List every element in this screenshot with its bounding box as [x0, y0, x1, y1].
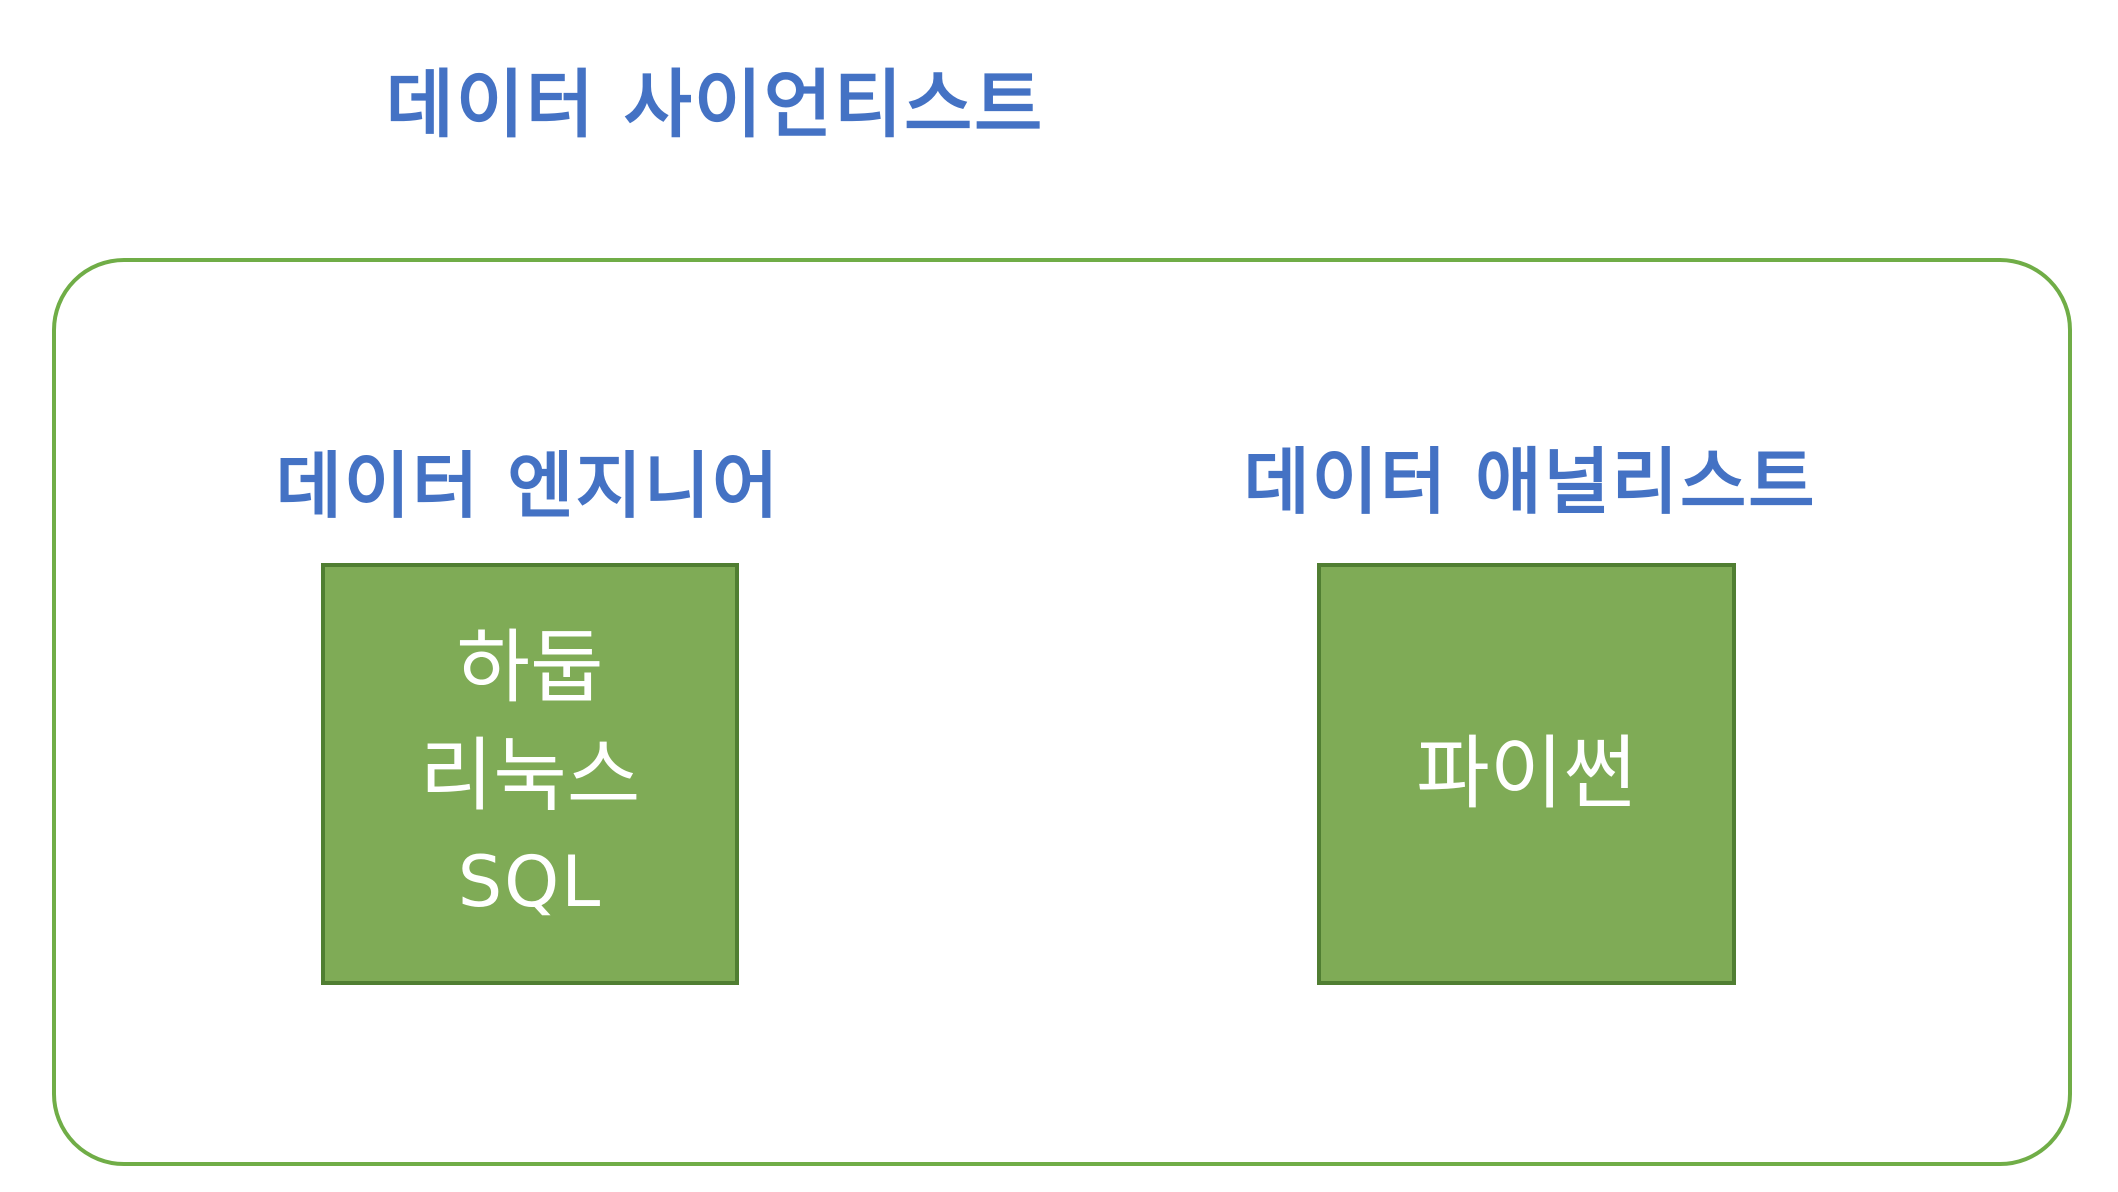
skill-linux: 리눅스	[419, 729, 641, 822]
data-analyst-heading: 데이터 애널리스트	[1243, 440, 1817, 524]
diagram-title: 데이터 사이언티스트	[385, 62, 1045, 148]
skill-sql: SQL	[457, 841, 603, 923]
data-engineer-heading: 데이터 엔지니어	[275, 444, 781, 528]
data-engineer-skills-box: 하둡 리눅스 SQL	[321, 563, 739, 985]
data-analyst-skills-box: 파이썬	[1317, 563, 1736, 985]
skill-hadoop: 하둡	[456, 621, 604, 714]
skill-python: 파이썬	[1416, 727, 1637, 820]
data-scientist-container	[52, 258, 2072, 1166]
